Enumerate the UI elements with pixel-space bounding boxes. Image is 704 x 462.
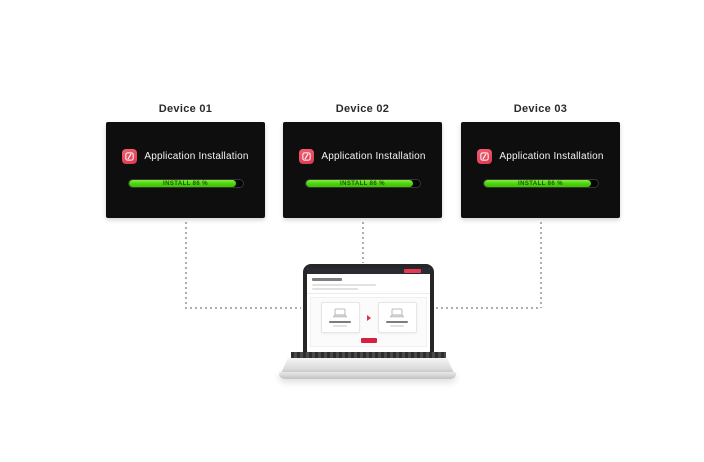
device-01-screen: Application Installation INSTALL 86 % [106, 122, 265, 218]
app-install-row: Application Installation [122, 149, 248, 164]
mini-card-label-skeleton [329, 321, 351, 323]
mini-navbar [307, 268, 430, 274]
install-progress-fill [128, 180, 236, 187]
install-progress-label: INSTALL 86 % [163, 180, 208, 187]
install-progress-fill [305, 180, 413, 187]
install-progress-label: INSTALL 86 % [340, 180, 385, 187]
mini-action-button [360, 338, 377, 343]
laptop-bezel [303, 264, 434, 352]
mini-card-label-skeleton [333, 325, 347, 327]
install-progress-bar: INSTALL 86 % [482, 179, 599, 188]
app-icon [299, 149, 315, 164]
laptop-base [281, 358, 454, 373]
laptop-bottom-bar [279, 372, 456, 379]
device-02-title: Device 02 [335, 103, 390, 115]
laptop-screen [307, 268, 430, 352]
mini-navbar-button [404, 269, 421, 273]
device-02-screen: Application Installation INSTALL 86 % [283, 122, 442, 218]
mini-text-skeleton [312, 284, 376, 286]
install-progress-fill [483, 180, 591, 187]
install-progress-bar: INSTALL 86 % [304, 179, 421, 188]
mini-content [307, 274, 430, 352]
mini-heading-skeleton [312, 278, 342, 281]
connector-device03-vertical [540, 222, 542, 308]
device-01-title: Device 01 [158, 103, 213, 115]
laptop-keyboard [291, 352, 446, 359]
mini-laptop-icon [332, 308, 348, 318]
device-03-screen: Application Installation INSTALL 86 % [461, 122, 620, 218]
app-install-label: Application Installation [499, 151, 604, 162]
connector-device01-vertical [185, 222, 187, 308]
mini-card-label-skeleton [386, 321, 408, 323]
mini-device-card-left [320, 302, 360, 333]
install-progress-label: INSTALL 86 % [518, 180, 563, 187]
connector-device02-vertical [362, 222, 364, 263]
app-icon [122, 149, 138, 164]
app-install-row: Application Installation [299, 149, 425, 164]
app-icon [477, 149, 493, 164]
device-03-title: Device 03 [513, 103, 568, 115]
mini-text-skeleton [312, 288, 358, 290]
app-install-label: Application Installation [321, 151, 426, 162]
connector-device03-horizontal [436, 307, 541, 309]
connector-device01-horizontal [185, 307, 301, 309]
mini-cards [320, 302, 417, 333]
app-install-label: Application Installation [144, 151, 249, 162]
mini-panel [310, 297, 427, 347]
mini-device-card-right [377, 302, 417, 333]
mini-laptop-icon [389, 308, 405, 318]
install-progress-bar: INSTALL 86 % [127, 179, 244, 188]
mini-card-label-skeleton [390, 325, 404, 327]
red-arrow-right-icon [366, 314, 371, 321]
app-install-row: Application Installation [477, 149, 603, 164]
mini-divider [307, 293, 430, 294]
